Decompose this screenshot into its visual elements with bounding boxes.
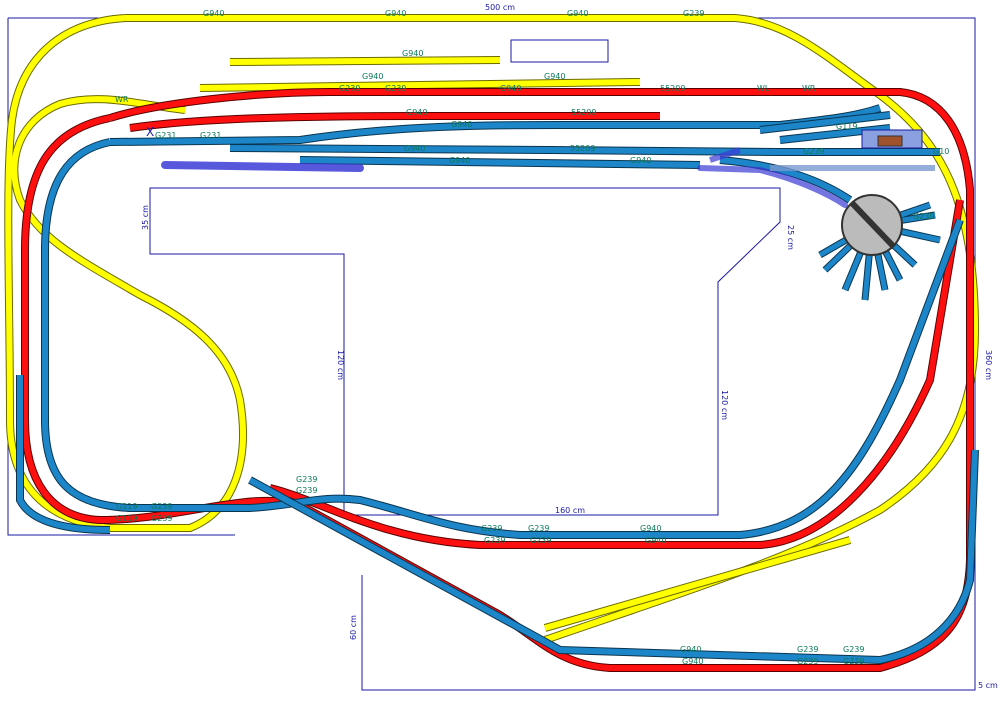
loco-icon <box>877 135 903 147</box>
label-g239: G239 <box>296 475 317 484</box>
label-g239: G239 <box>296 486 317 495</box>
label-g940: G940 <box>645 536 666 545</box>
label-g239: G239 <box>843 645 864 654</box>
label-g119: G119 <box>116 502 137 511</box>
dim-inner-120-left: 120 cm <box>336 350 345 380</box>
label-g940: G940 <box>449 156 470 165</box>
red-track-route <box>21 88 974 672</box>
label-g239: G239 <box>530 536 551 545</box>
label-g940: G940 <box>385 9 406 18</box>
label-g239: G239 <box>385 84 406 93</box>
marker-x: X <box>146 125 154 139</box>
dim-left-35: 35 cm <box>141 205 150 230</box>
highlight-strokes <box>161 147 935 208</box>
label-55209: 55209 <box>571 108 596 117</box>
label-g239: G239 <box>339 84 360 93</box>
label-g239: G239 <box>151 502 172 511</box>
dim-inner-120-right: 120 cm <box>720 390 729 420</box>
building-outline <box>510 39 609 63</box>
label-g239: G239 <box>797 645 818 654</box>
label-g239: G239 <box>683 9 704 18</box>
dimension-labels: 500 cm 360 cm 35 cm 120 cm 120 cm 160 cm… <box>141 3 998 690</box>
label-g940: G940 <box>402 49 423 58</box>
label-g940: G940 <box>544 72 565 81</box>
label-g10: G10 <box>933 147 949 156</box>
dim-right-25: 25 cm <box>786 225 795 250</box>
label-g940: G940 <box>362 72 383 81</box>
label-g239: G239 <box>913 212 934 221</box>
label-g940: G940 <box>203 9 224 18</box>
turntable-bridge <box>849 200 897 250</box>
label-g239: G239 <box>151 514 172 523</box>
label-g940: G940 <box>680 645 701 654</box>
label-g239: G239 <box>843 657 864 666</box>
dim-corner-5: 5 cm <box>978 681 998 690</box>
label-g940: G940 <box>630 156 651 165</box>
label-g239: G239 <box>803 147 824 156</box>
label-g940: G940 <box>640 524 661 533</box>
dim-inner-160: 160 cm <box>555 506 585 515</box>
label-g239: G239 <box>484 536 505 545</box>
label-g940: G940 <box>404 144 425 153</box>
turntable <box>818 129 941 301</box>
label-55209: 55209 <box>570 144 595 153</box>
dim-right-height: 360 cm <box>984 350 993 380</box>
label-g940: G940 <box>451 120 472 129</box>
label-g239: G239 <box>481 524 502 533</box>
label-g231: G231 <box>200 131 221 140</box>
label-g239: G239 <box>528 524 549 533</box>
label-g940: G940 <box>500 84 521 93</box>
label-g940: G940 <box>682 657 703 666</box>
label-wl: WL <box>757 84 770 93</box>
track-piece-labels: G940 G940 G940 G239 G940 G940 G940 G239 … <box>115 9 949 666</box>
label-g119: G119 <box>116 514 137 523</box>
dim-top-width: 500 cm <box>485 3 515 12</box>
blue-track-route <box>16 104 979 665</box>
label-g119: G119 <box>836 122 857 131</box>
label-g231: G231 <box>155 131 176 140</box>
label-wr: WR <box>802 84 816 93</box>
label-55209: 55209 <box>660 84 685 93</box>
dim-bottom-60: 60 cm <box>349 615 358 640</box>
yellow-track-route <box>4 14 980 644</box>
label-g940: G940 <box>567 9 588 18</box>
label-g940: G940 <box>406 108 427 117</box>
label-g239: G239 <box>797 657 818 666</box>
label-wr: WR <box>115 95 129 104</box>
